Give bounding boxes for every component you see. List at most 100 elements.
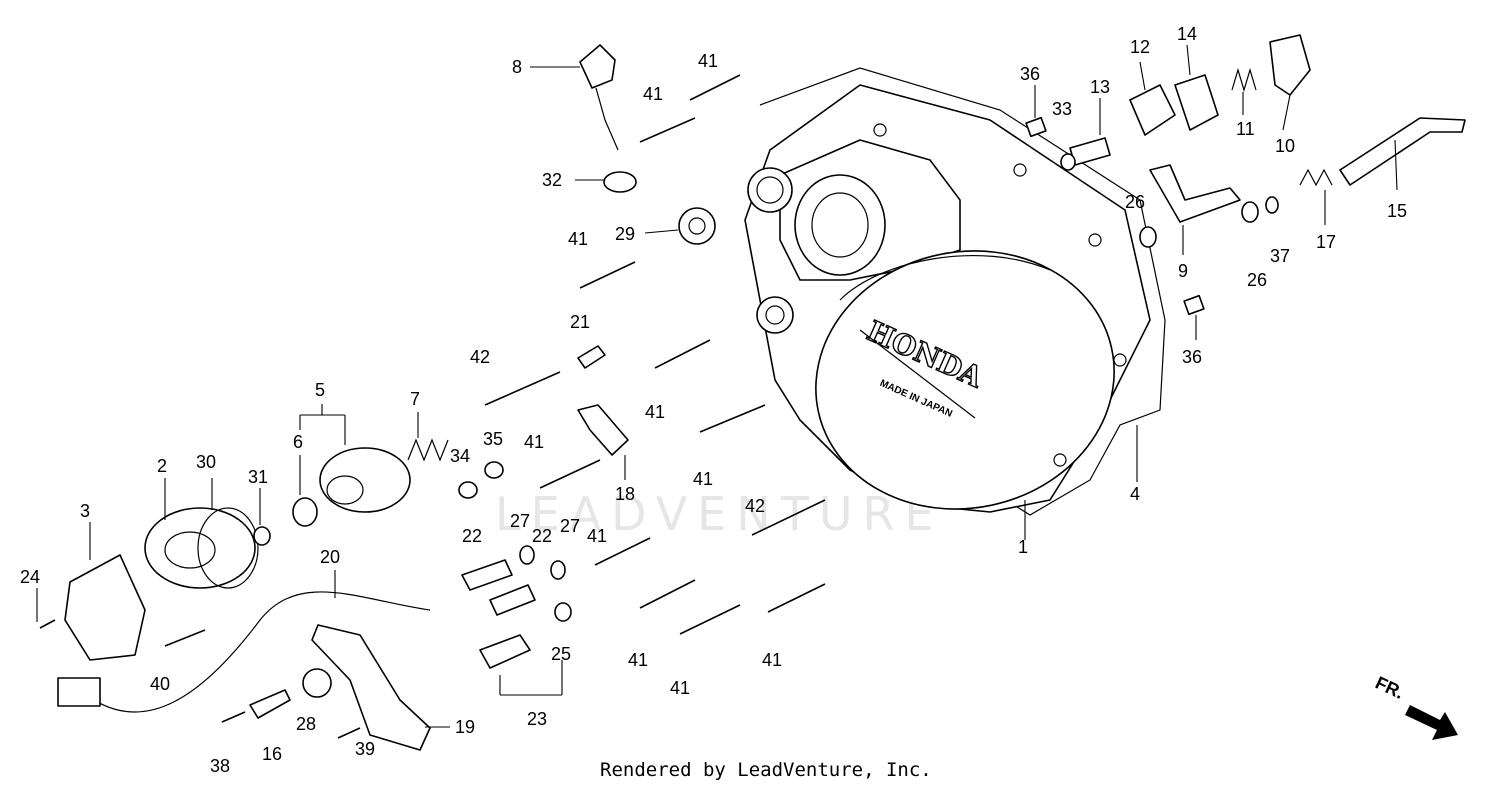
o-ring-31	[253, 526, 271, 546]
oil-filter	[319, 447, 411, 513]
watermark-text: LEADVENTURE	[495, 487, 944, 541]
label-part-34: 34	[450, 446, 470, 466]
label-part-36a: 36	[1020, 64, 1040, 84]
label-part-18: 18	[615, 484, 635, 504]
switch-23	[479, 634, 531, 669]
label-part-22a: 22	[462, 526, 482, 546]
label-part-15: 15	[1387, 201, 1407, 221]
label-part-29: 29	[615, 224, 635, 244]
label-part-41f: 41	[693, 469, 713, 489]
front-direction-indicator: FR.	[1372, 673, 1458, 740]
stopper-10	[1269, 34, 1311, 96]
harness-connector	[57, 677, 101, 707]
label-part-30: 30	[196, 452, 216, 472]
leader-lines	[36, 44, 1398, 728]
cam-12	[1129, 84, 1176, 136]
dowel-36a	[1025, 116, 1047, 138]
spring-11	[1231, 67, 1257, 93]
label-part-32: 32	[542, 170, 562, 190]
wire-harness-20	[79, 591, 431, 713]
switch-22a	[461, 559, 513, 591]
dowel-36b	[1183, 294, 1205, 316]
label-part-5: 5	[315, 380, 325, 400]
spring-7	[407, 438, 449, 462]
label-part-20: 20	[320, 547, 340, 567]
nut-34	[458, 481, 478, 499]
plate-14	[1174, 74, 1219, 131]
label-part-12: 12	[1130, 37, 1150, 57]
label-part-40: 40	[150, 674, 170, 694]
bolts	[39, 74, 826, 739]
label-part-1: 1	[1018, 537, 1028, 557]
label-part-37: 37	[1270, 246, 1290, 266]
label-part-26a: 26	[1125, 192, 1145, 212]
label-part-41j: 41	[762, 650, 782, 670]
spring-17	[1299, 168, 1333, 187]
washer-27a	[519, 545, 535, 565]
label-part-2: 2	[157, 456, 167, 476]
label-part-26b: 26	[1247, 270, 1267, 290]
front-arrow-icon	[1405, 705, 1458, 740]
label-part-14: 14	[1177, 24, 1197, 44]
label-part-41i: 41	[670, 678, 690, 698]
switch-22b	[489, 584, 536, 616]
label-part-27b: 27	[560, 516, 580, 536]
gasket-30	[197, 507, 259, 589]
washer-26b	[1241, 201, 1259, 223]
label-part-6: 6	[293, 432, 303, 452]
label-part-41c: 41	[568, 229, 588, 249]
clamp-16	[249, 689, 291, 719]
seal-28	[302, 668, 332, 698]
label-part-11: 11	[1236, 119, 1255, 139]
right-crankcase-cover: HONDA MADE IN JAPAN	[744, 67, 1166, 516]
label-part-41g: 41	[587, 526, 607, 546]
label-part-33: 33	[1052, 99, 1072, 119]
bolt-13	[1069, 137, 1111, 166]
shift-spindle-15	[1339, 117, 1466, 186]
label-part-42b: 42	[745, 496, 765, 516]
footer-credit: Rendered by LeadVenture, Inc.	[600, 759, 932, 781]
part-labels: 1 2 3 4 5 6 7 8 9 10 11 12 13 14 15 16 1…	[20, 24, 1407, 776]
label-part-41b: 41	[643, 84, 663, 104]
label-part-41a: 41	[698, 51, 718, 71]
washer-33	[1060, 153, 1076, 171]
o-ring-32	[603, 171, 637, 193]
label-part-13: 13	[1090, 77, 1110, 97]
washer-27b	[550, 560, 566, 580]
label-part-16: 16	[262, 744, 282, 764]
label-part-38: 38	[210, 756, 230, 776]
label-part-17: 17	[1316, 232, 1336, 252]
label-part-10: 10	[1275, 136, 1295, 156]
label-part-27a: 27	[510, 511, 530, 531]
label-part-39: 39	[355, 739, 375, 759]
label-part-41d: 41	[645, 402, 665, 422]
arm-9	[1149, 164, 1241, 223]
o-ring-6	[292, 497, 318, 527]
label-part-19: 19	[455, 717, 475, 737]
label-part-4: 4	[1130, 484, 1140, 504]
label-part-24: 24	[20, 567, 40, 587]
label-part-23: 23	[527, 709, 547, 729]
clip-37	[1265, 196, 1279, 214]
label-part-36b: 36	[1182, 347, 1202, 367]
plate-19	[311, 624, 431, 751]
oil-seal-29	[678, 207, 716, 245]
oil-dipstick	[579, 44, 619, 151]
label-part-21: 21	[570, 312, 590, 332]
washer-35	[484, 461, 504, 479]
clip-21	[577, 345, 606, 369]
label-part-41h: 41	[628, 650, 648, 670]
label-part-3: 3	[80, 501, 90, 521]
label-part-35: 35	[483, 429, 503, 449]
label-part-8: 8	[512, 57, 522, 77]
label-part-31: 31	[248, 467, 268, 487]
oil-pass-18	[577, 404, 629, 456]
switch-cover-3	[64, 554, 146, 661]
label-part-25: 25	[551, 644, 571, 664]
washer-26a	[1139, 226, 1157, 248]
oil-filter-cover	[144, 507, 256, 589]
label-part-42a: 42	[470, 347, 490, 367]
washer-25	[554, 602, 572, 622]
label-part-28: 28	[296, 714, 316, 734]
